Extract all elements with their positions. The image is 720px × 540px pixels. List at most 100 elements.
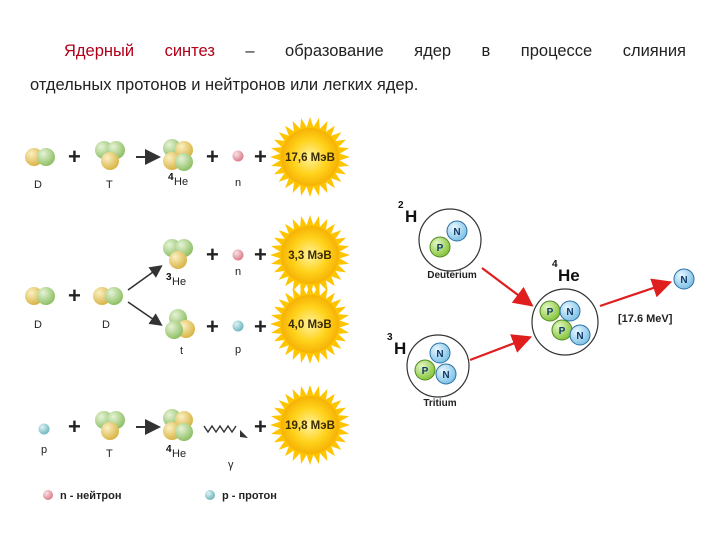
reactant-label: T bbox=[106, 179, 113, 191]
reactant-label: D bbox=[34, 319, 42, 331]
heading-line-1-rest: – образование ядер в процессе слияния bbox=[214, 42, 686, 60]
deuterium: 2 H N P Deuterium bbox=[398, 200, 482, 281]
proton-letter: P bbox=[422, 366, 429, 377]
neutron-icon bbox=[429, 342, 451, 364]
neutron-legend-icon bbox=[43, 490, 53, 500]
product-mass-number: 3 bbox=[166, 272, 172, 283]
product-mass-number: 4 bbox=[168, 172, 174, 183]
reaction-3: t + p + 4,0 МэВ bbox=[165, 284, 350, 364]
product-label: He bbox=[174, 176, 188, 188]
neutron-letter: N bbox=[436, 349, 443, 360]
heading-line-1: Ядерный синтез – образование ядер в проц… bbox=[30, 34, 686, 68]
proton-letter: P bbox=[547, 307, 554, 318]
red-arrow-icon bbox=[481, 267, 534, 307]
product-label: n bbox=[235, 177, 241, 189]
neutron-letter: N bbox=[442, 370, 449, 381]
triton-icon bbox=[165, 309, 195, 339]
energy-label: 4,0 МэВ bbox=[288, 319, 331, 331]
proton-icon bbox=[232, 320, 244, 332]
deuterium-symbol: H bbox=[405, 207, 417, 226]
plus-sign: + bbox=[254, 242, 267, 267]
energy-label: 3,3 МэВ bbox=[288, 250, 331, 262]
red-arrow-icon bbox=[599, 278, 673, 308]
reactant-label: T bbox=[106, 448, 113, 460]
heading-term: Ядерный синтез bbox=[64, 42, 215, 60]
energy-label: 17,6 МэВ bbox=[285, 152, 335, 164]
gamma-arrowhead-icon bbox=[240, 430, 248, 438]
neutron-icon bbox=[569, 324, 591, 346]
tritium-nucleus bbox=[406, 334, 470, 398]
deuterium-caption: Deuterium bbox=[427, 270, 477, 281]
red-arrow-icon bbox=[469, 334, 533, 362]
deuterium-mass-number: 2 bbox=[398, 200, 404, 211]
plus-sign: + bbox=[68, 144, 81, 169]
neutron-letter: N bbox=[680, 275, 687, 286]
neutron-icon bbox=[232, 249, 244, 261]
deuteron-icon bbox=[25, 287, 55, 305]
helium-3-icon bbox=[163, 239, 193, 269]
legend-neutron: n - нейтрон bbox=[60, 490, 122, 502]
plus-sign: + bbox=[206, 144, 219, 169]
energy-release-label: [17.6 MeV] bbox=[618, 313, 673, 325]
neutron-letter: N bbox=[566, 307, 573, 318]
proton-icon bbox=[414, 359, 436, 381]
proton-legend-icon bbox=[205, 490, 215, 500]
energy-label: 19,8 МэВ bbox=[285, 420, 335, 432]
product-label: p bbox=[235, 344, 241, 356]
sun-icon bbox=[270, 215, 350, 295]
helium-4-icon bbox=[163, 409, 193, 441]
plus-sign: + bbox=[254, 144, 267, 169]
deuteron-icon bbox=[25, 148, 55, 166]
product-label: γ bbox=[228, 459, 234, 471]
reaction-2: D + D 3 He + n + 3,3 МэВ bbox=[25, 215, 350, 331]
heading: Ядерный синтез – образование ядер в проц… bbox=[30, 34, 686, 102]
helium-4: 4 He P N P N bbox=[531, 259, 599, 356]
triton-icon bbox=[95, 141, 125, 170]
plus-sign: + bbox=[254, 414, 267, 439]
plus-sign: + bbox=[68, 283, 81, 308]
tritium: 3 H N P N Tritium bbox=[387, 332, 470, 409]
reaction-1: D + T 4 He + n + 17,6 МэВ bbox=[25, 117, 350, 197]
reactant-label: D bbox=[34, 179, 42, 191]
neutron-icon bbox=[232, 150, 244, 162]
legend-proton: p - протон bbox=[222, 490, 277, 502]
proton-letter: P bbox=[437, 243, 444, 254]
heading-line-2: отдельных протонов и нейтронов или легки… bbox=[30, 76, 419, 94]
sun-icon bbox=[270, 284, 350, 364]
neutron-icon bbox=[446, 220, 468, 242]
product-label: t bbox=[180, 345, 183, 357]
product-label: n bbox=[235, 266, 241, 278]
plus-sign: + bbox=[68, 414, 81, 439]
released-neutron-icon bbox=[673, 268, 695, 290]
triton-icon bbox=[95, 411, 125, 440]
helium-symbol: He bbox=[558, 266, 580, 285]
neutron-letter: N bbox=[576, 331, 583, 342]
product-label: He bbox=[172, 276, 186, 288]
gamma-wave-icon bbox=[203, 424, 237, 434]
plus-sign: + bbox=[206, 314, 219, 339]
reaction-4: p + T 4 He γ + 19,8 МэВ bbox=[38, 385, 350, 471]
plus-sign: + bbox=[206, 242, 219, 267]
product-label: He bbox=[172, 448, 186, 460]
reactant-label: p bbox=[41, 444, 47, 456]
deuterium-nucleus bbox=[418, 208, 482, 272]
helium-4-icon bbox=[163, 139, 193, 171]
arrow-icon bbox=[127, 301, 163, 326]
proton-icon bbox=[429, 236, 451, 258]
sun-icon bbox=[270, 385, 350, 465]
proton-letter: P bbox=[559, 326, 566, 337]
helium-mass-number: 4 bbox=[552, 259, 558, 270]
deuteron-icon bbox=[93, 287, 123, 305]
proton-icon bbox=[38, 423, 50, 435]
plus-sign: + bbox=[254, 314, 267, 339]
tritium-symbol: H bbox=[394, 339, 406, 358]
neutron-icon bbox=[559, 300, 581, 322]
tritium-mass-number: 3 bbox=[387, 332, 393, 343]
reactant-label: D bbox=[102, 319, 110, 331]
legend: n - нейтрон p - протон bbox=[43, 490, 277, 502]
neutron-letter: N bbox=[453, 227, 460, 238]
sun-icon bbox=[270, 117, 350, 197]
tritium-caption: Tritium bbox=[423, 398, 456, 409]
neutron-icon bbox=[435, 363, 457, 385]
